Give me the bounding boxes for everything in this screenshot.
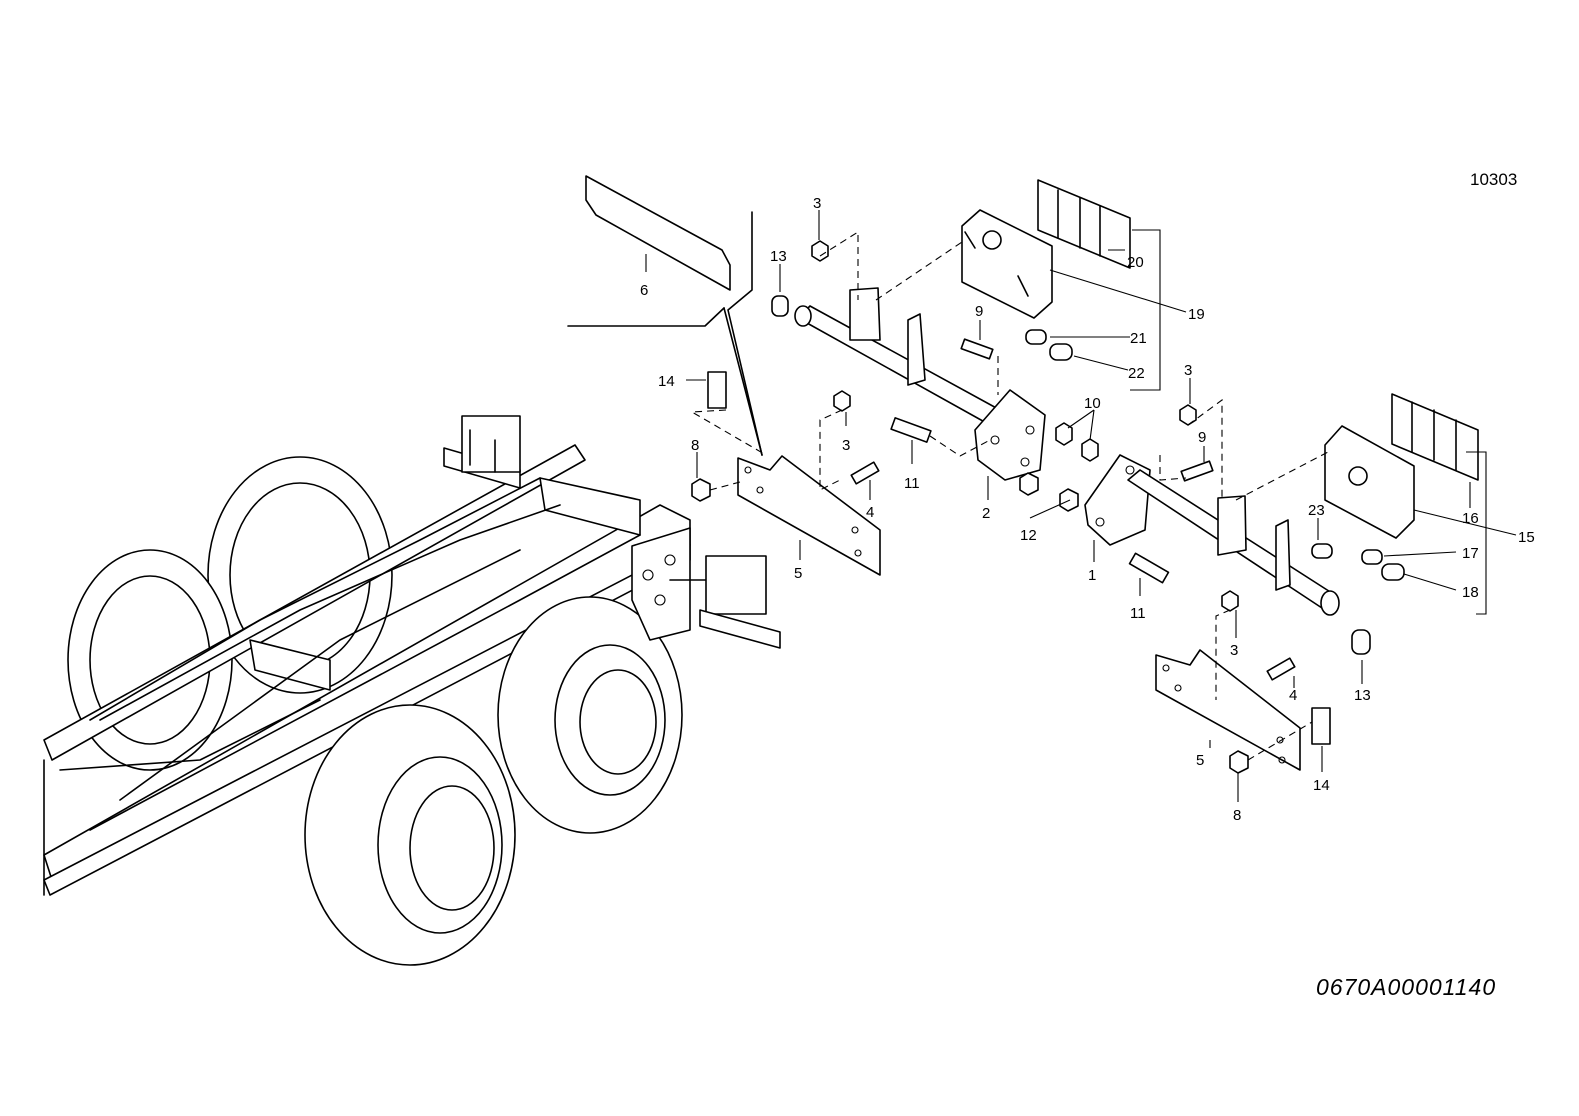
callout-22: 22 — [1128, 365, 1145, 382]
truck-chassis — [43, 415, 781, 966]
part-3-nut-b — [833, 390, 851, 412]
part-11-bolt-b — [1128, 552, 1170, 584]
part-3-nut-d — [1221, 590, 1239, 612]
callout-23: 23 — [1308, 502, 1325, 519]
callout-11b: 11 — [1130, 605, 1146, 622]
part-6-plate — [567, 175, 763, 456]
callout-9a: 9 — [975, 303, 983, 320]
callout-13b: 13 — [1354, 687, 1371, 704]
callout-3b: 3 — [842, 437, 850, 454]
diagram-id: 10303 — [1470, 170, 1518, 189]
callout-8b: 8 — [1233, 807, 1241, 824]
callout-5b: 5 — [1196, 752, 1204, 769]
callout-6: 6 — [640, 282, 648, 299]
part-15-rear-lamp-right — [1324, 425, 1415, 539]
part-4-bolt-a — [850, 461, 880, 485]
callout-9b: 9 — [1198, 429, 1206, 446]
callout-21: 21 — [1130, 330, 1147, 347]
light-carrier-tube-left — [794, 287, 1001, 426]
rear-tire-front-right — [304, 596, 683, 966]
part-13-plug-a — [771, 295, 789, 317]
callout-labels: 1 2 3 3 3 3 4 4 5 5 6 8 8 9 9 10 11 11 1… — [640, 195, 1535, 824]
callout-14b: 14 — [1313, 777, 1330, 794]
part-5-mounting-plate-left — [737, 455, 881, 576]
part-11-bolt-a — [890, 417, 932, 443]
part-17-bulb — [1361, 549, 1383, 565]
part-2-flange — [974, 389, 1046, 481]
callout-3c: 3 — [1184, 362, 1192, 379]
callout-4a: 4 — [866, 504, 874, 521]
part-4-bolt-b — [1266, 657, 1296, 681]
part-8-nut-a — [691, 478, 711, 502]
drawing-number: 0670A00001140 — [1316, 974, 1497, 1000]
part-3-nut-a — [811, 240, 829, 262]
part-8-nut-b — [1229, 750, 1249, 774]
part-12-nut-a — [1019, 472, 1039, 496]
group-bracket-15-18 — [1466, 451, 1487, 615]
part-20-lens-left — [1037, 179, 1131, 269]
callout-1: 1 — [1088, 567, 1096, 584]
part-3-nut-c — [1179, 404, 1197, 426]
part-13-plug-b — [1351, 629, 1371, 655]
callout-18: 18 — [1462, 584, 1479, 601]
part-18-bulb — [1381, 563, 1405, 581]
light-carrier-tube-right — [1127, 469, 1340, 616]
part-22-bulb — [1049, 343, 1073, 361]
part-10-nut-b — [1081, 438, 1099, 462]
chassis-light-bracket-rear — [443, 415, 521, 489]
callout-13a: 13 — [770, 248, 787, 265]
chassis-light-bracket-front — [631, 527, 781, 649]
callout-3d: 3 — [1230, 642, 1238, 659]
callout-4b: 4 — [1289, 687, 1297, 704]
part-14-clip-b — [1311, 707, 1331, 745]
callout-12: 12 — [1020, 527, 1037, 544]
callout-10: 10 — [1084, 395, 1101, 412]
callout-19: 19 — [1188, 306, 1205, 323]
fasteners — [691, 240, 1405, 774]
part-23-bulb — [1311, 543, 1333, 559]
callout-8a: 8 — [691, 437, 699, 454]
part-9-bolt-b — [1180, 460, 1214, 482]
part-1-flange — [1084, 454, 1151, 546]
part-5-mounting-plate-right — [1155, 649, 1301, 771]
part-14-clip-a — [707, 371, 727, 409]
assembly-lines — [690, 231, 1329, 761]
part-9-bolt-a — [960, 338, 994, 360]
callout-11a: 11 — [904, 475, 920, 492]
callout-3a: 3 — [813, 195, 821, 212]
callout-5a: 5 — [794, 565, 802, 582]
part-21-bulb — [1025, 329, 1047, 345]
callout-14a: 14 — [658, 373, 675, 390]
group-bracket-19-22 — [1130, 229, 1161, 391]
callout-2: 2 — [982, 505, 990, 522]
callout-20: 20 — [1127, 254, 1144, 271]
callout-17: 17 — [1462, 545, 1479, 562]
callout-15: 15 — [1518, 529, 1535, 546]
part-10-nut-a — [1055, 422, 1073, 446]
callout-16: 16 — [1462, 510, 1479, 527]
callout-leaders — [645, 210, 1517, 802]
part-19-rear-lamp-left — [961, 209, 1053, 319]
part-16-lens-right — [1391, 393, 1479, 481]
